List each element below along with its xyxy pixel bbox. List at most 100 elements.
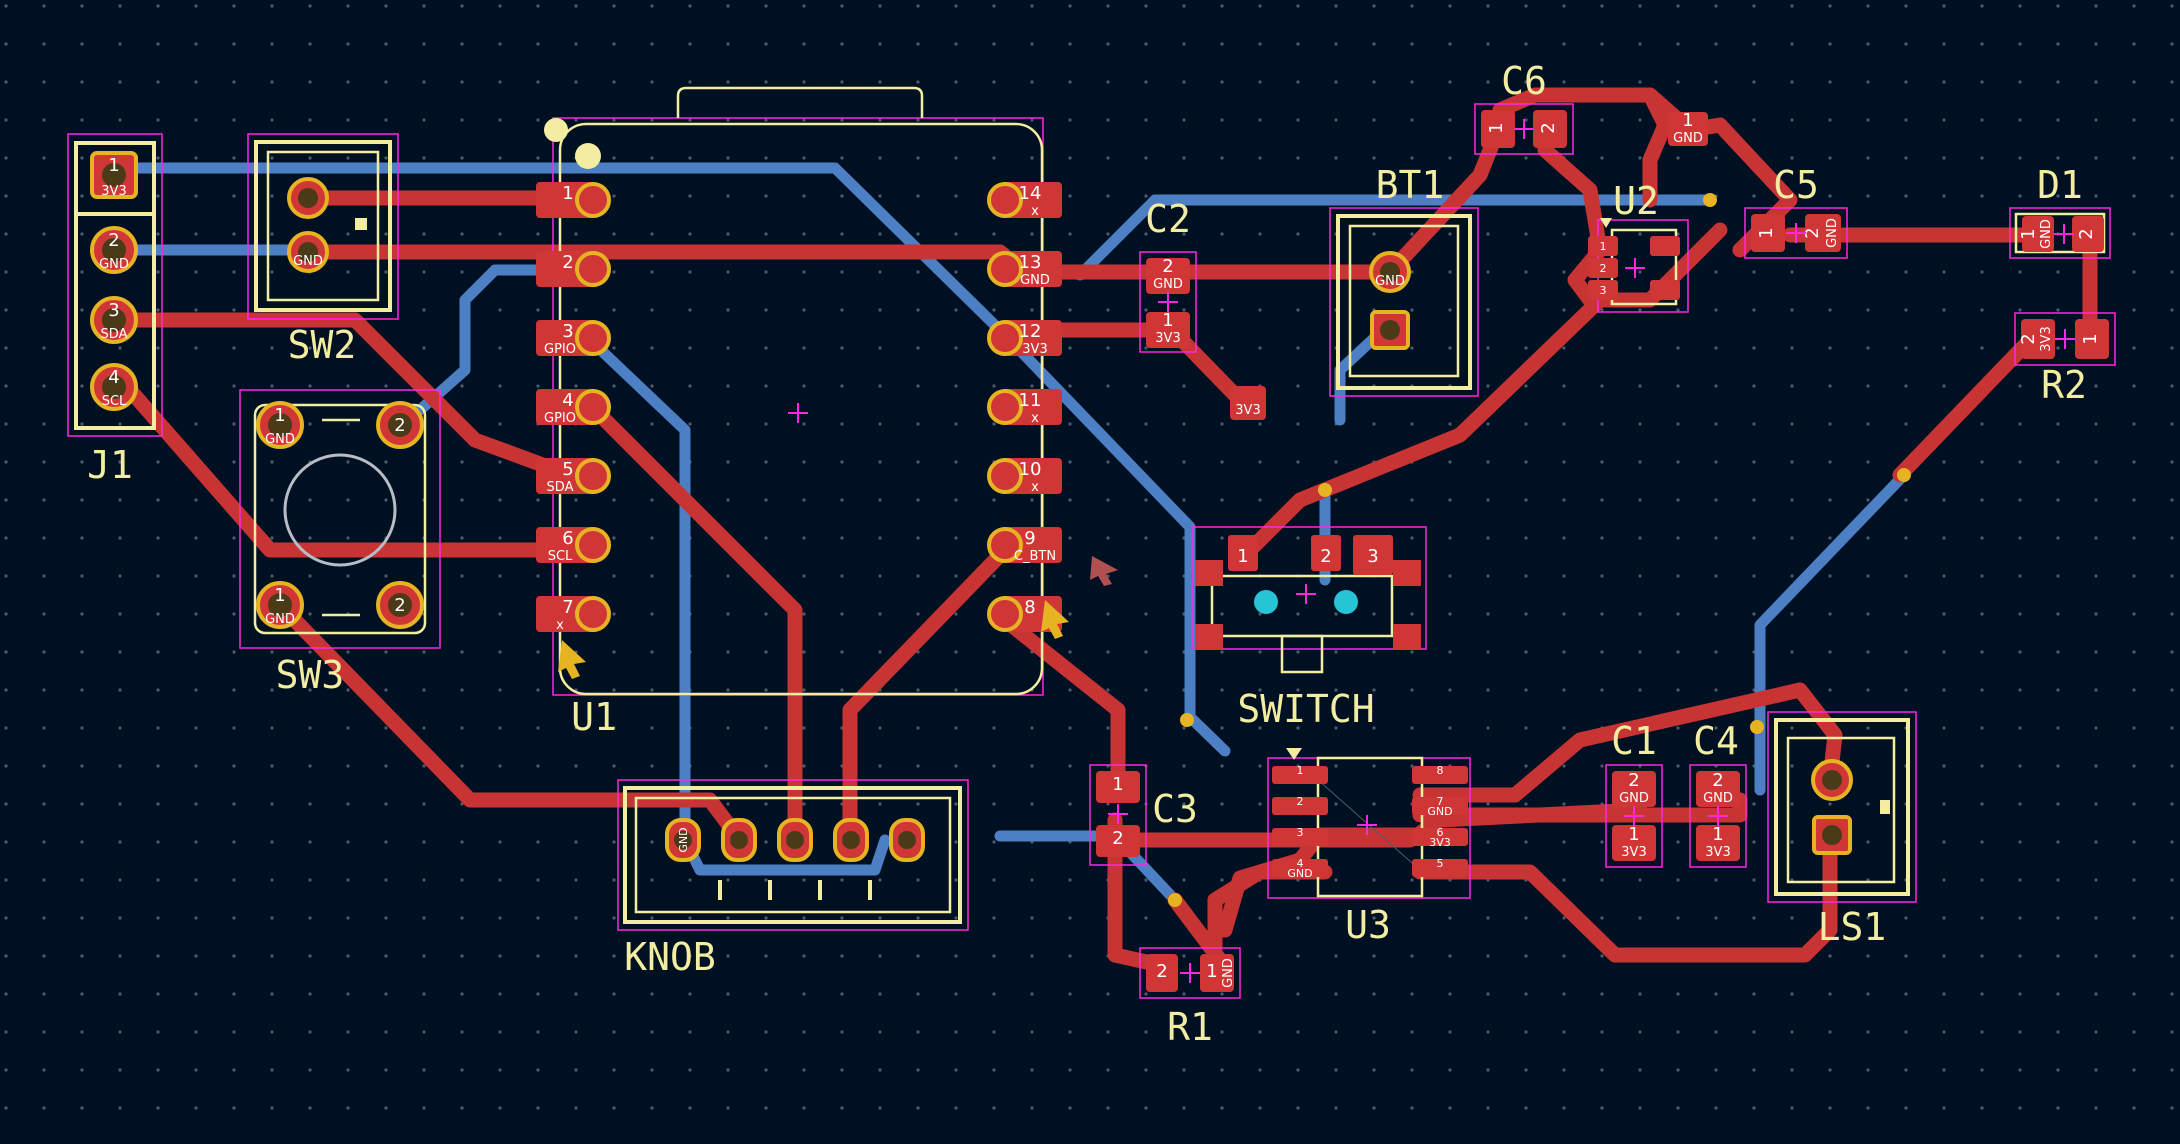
sw2-pad-2[interactable]: GND [287,231,329,273]
u2-pad-2[interactable]: 2 [1588,258,1618,278]
c4-pad-1[interactable]: 1 3V3 [1696,824,1740,861]
u1-pad[interactable]: 14x [987,182,1062,219]
j1-pad-4[interactable]: 4 SCL [90,363,138,411]
via[interactable] [1168,893,1182,907]
front-trace[interactable] [1412,682,1843,803]
u3-pad[interactable]: 5 [1412,857,1468,877]
u1-pad[interactable]: 10x [987,458,1062,495]
sw3-pad-2b[interactable]: 2 [376,581,424,629]
r1-pad-1[interactable]: 1 GND [1200,954,1236,992]
c1-pad-1[interactable]: 1 3V3 [1612,824,1656,861]
c6-pad-1[interactable]: 1 [1481,110,1515,148]
u3-pad[interactable]: 1 [1272,764,1328,784]
sw3-pad-1b[interactable]: 1 GND [256,581,304,629]
u1-pad[interactable]: 2 [536,251,611,287]
bt1-pad-1[interactable]: GND [1369,251,1411,293]
front-trace[interactable] [1412,827,1838,963]
sw2-switch[interactable]: GND SW2 [247,133,399,367]
c3-pad-2[interactable]: 2 [1096,825,1140,857]
via[interactable] [1750,720,1764,734]
sw3-pad-2a[interactable]: 2 [376,401,424,449]
d1-pad-1[interactable]: 1 GND [2018,216,2054,252]
front-trace[interactable] [107,312,578,483]
j1-pad-1[interactable]: 1 3V3 [90,151,138,199]
u2-aux-pad[interactable]: 1 GND [1668,110,1708,146]
c2-testpoint[interactable]: 3V3 [1230,386,1266,420]
u3-pad[interactable]: 8 [1412,764,1468,784]
u2-pad-4[interactable] [1650,280,1680,300]
sw3-switch[interactable]: 1 GND 2 1 GND 2 SW3 [239,389,441,697]
knob-pad[interactable] [777,818,813,862]
via[interactable] [1897,468,1911,482]
u2-pad-3[interactable]: 3 [1588,280,1618,300]
back-trace[interactable] [579,329,691,846]
sw3-pad-1a[interactable]: 1 GND [256,401,304,449]
c4-pad-2[interactable]: 2 GND [1696,770,1740,807]
front-trace[interactable] [587,402,803,848]
c2-pad-2[interactable]: 2 GND [1146,256,1190,294]
c4-capacitor[interactable]: 2 GND 1 3V3 C4 [1689,719,1747,868]
knob-pad[interactable] [721,818,757,862]
j1-connector[interactable]: 1 3V3 2 GND 3 SDA 4 SCL J1 [67,133,163,487]
back-trace[interactable] [109,162,1231,757]
c3-capacitor[interactable]: 1 2 C3 [1089,764,1198,866]
r2-pad-2[interactable]: 2 3V3 [2018,319,2055,359]
r2-pad-1[interactable]: 1 [2075,319,2109,359]
u1-pad[interactable]: 11x [987,389,1062,426]
ls1-pad-1[interactable] [1811,759,1853,801]
c2-capacitor[interactable]: 2 GND 1 3V3 3V3 C2 [1139,197,1266,420]
c1-pad-2[interactable]: 2 GND [1612,770,1656,807]
d1-pad-2[interactable]: 2 [2072,216,2104,252]
via[interactable] [1703,193,1717,207]
j1-pad-2[interactable]: 2 GND [90,226,138,274]
c5-pad-2[interactable]: 2 GND [1802,214,1841,252]
front-trace[interactable] [1567,222,1728,308]
bt1-battery[interactable]: GND BT1 [1329,163,1479,397]
back-trace[interactable] [1754,469,1910,796]
front-trace[interactable] [1642,87,1673,208]
front-trace[interactable] [1492,87,1698,138]
c1-capacitor[interactable]: 2 GND 1 3V3 C1 [1605,719,1663,868]
c5-pad-1[interactable]: 1 [1751,214,1785,252]
front-trace[interactable] [272,597,748,848]
c6-pad-2[interactable]: 2 [1533,110,1567,148]
front-trace[interactable] [107,365,578,558]
u2-ic[interactable]: 1 2 3 U2 [1588,179,1689,313]
r1-pad-2[interactable]: 2 [1146,954,1178,992]
r1-resistor[interactable]: 2 1 GND R1 [1139,947,1241,1049]
u1-pad[interactable]: 7x [536,596,611,633]
slide-switch[interactable]: 1 2 3 SWITCH [1192,526,1427,731]
front-trace[interactable] [842,542,1013,848]
j1-pad-3[interactable]: 3 SDA [90,296,138,344]
back-trace[interactable] [1074,194,1161,281]
front-trace[interactable] [1892,332,2038,483]
front-trace[interactable] [1232,292,1608,568]
u2-pad-5[interactable] [1650,236,1680,256]
u2-pad-1[interactable]: 1 [1588,236,1618,256]
via[interactable] [1318,483,1332,497]
c5-capacitor[interactable]: 1 2 GND C5 [1744,163,1848,259]
d1-led[interactable]: 1 GND 2 D1 [2009,163,2111,259]
sw2-pad-1[interactable] [287,177,329,219]
c2-pad-1[interactable]: 1 3V3 [1146,310,1190,348]
via[interactable] [1180,713,1194,727]
u3-pad[interactable]: 2 [1272,795,1328,815]
bt1-pad-2[interactable] [1370,310,1410,350]
switch-pad-3[interactable]: 3 [1353,535,1393,575]
u1-pad[interactable]: 1 [536,182,611,218]
c6-capacitor[interactable]: 1 2 C6 [1474,59,1574,155]
ls1-speaker[interactable]: LS1 [1767,711,1917,949]
knob-pad[interactable]: GND [665,818,701,862]
back-trace[interactable] [414,264,571,416]
switch-pad-2[interactable]: 2 [1311,535,1341,571]
knob-encoder[interactable]: GND KNOB [617,779,969,979]
